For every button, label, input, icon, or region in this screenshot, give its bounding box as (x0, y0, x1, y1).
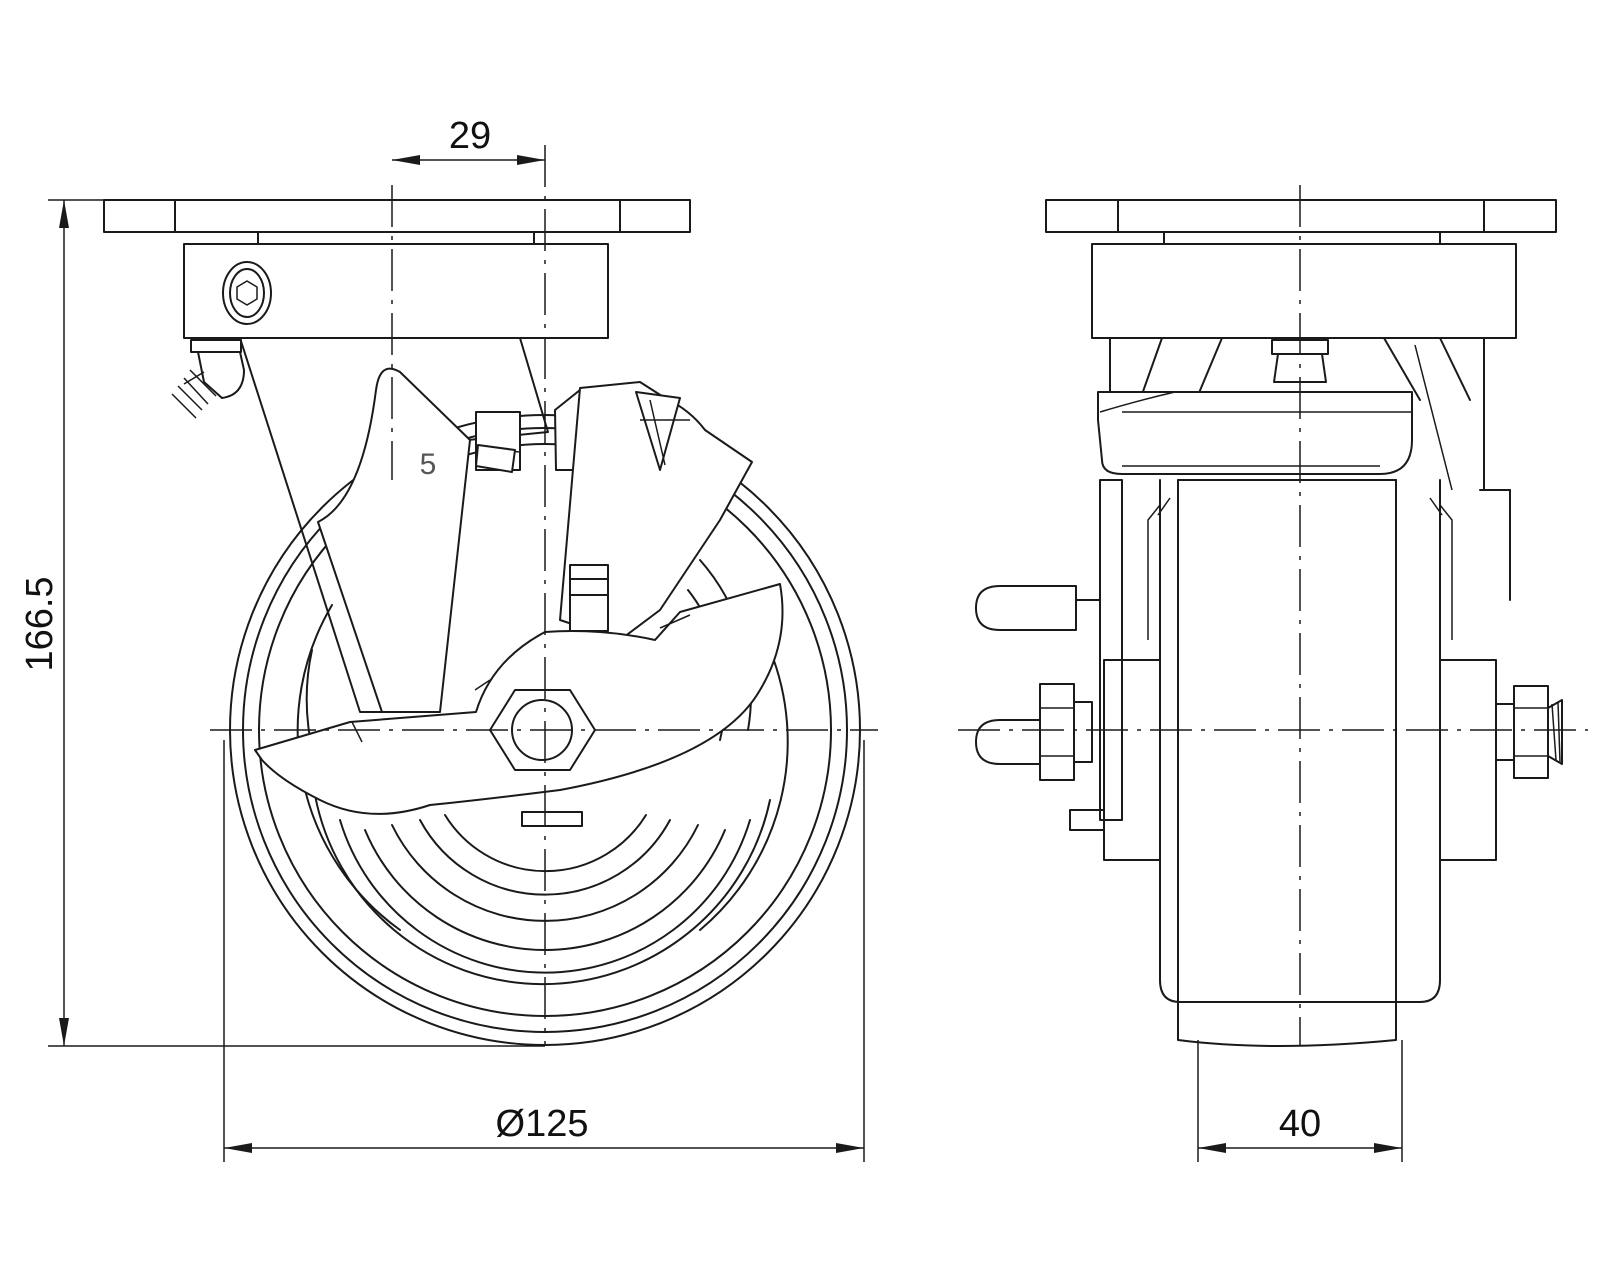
front-brake-lever (254, 583, 784, 827)
side-axle-nut-right (1495, 685, 1563, 779)
dimension-height-label: 166.5 (19, 576, 61, 671)
side-brake-pedal (975, 585, 1101, 765)
front-grease-nipple (171, 339, 245, 419)
dimension-height: 166.5 (19, 199, 545, 1047)
part-mark-label: 5 (420, 448, 437, 481)
side-top-plate (1045, 199, 1557, 245)
side-wheel (1103, 479, 1511, 1047)
front-fork-and-brake: 5 (239, 337, 753, 713)
arrow-height-top (59, 200, 69, 228)
front-top-plate (103, 199, 691, 245)
dimension-diameter-label: Ø125 (496, 1103, 589, 1145)
arrow-offset-right (517, 155, 545, 165)
dimension-offset: 29 (392, 115, 545, 165)
arrow-offset-left (392, 155, 420, 165)
side-swivel-housing (1091, 243, 1517, 491)
arrow-diameter-right (836, 1143, 864, 1153)
front-view: 5 (103, 199, 861, 1046)
side-axle-nut-left (1039, 683, 1093, 781)
dimension-width-label: 40 (1279, 1103, 1321, 1145)
dimension-offset-label: 29 (449, 115, 491, 157)
side-view (975, 199, 1563, 1047)
dimension-wheel-width: 40 (1197, 1040, 1403, 1162)
center-lines (210, 145, 1588, 1045)
side-fork (1069, 391, 1413, 831)
arrow-diameter-left (224, 1143, 252, 1153)
dimension-wheel-diameter: Ø125 (223, 740, 865, 1162)
arrow-width-left (1198, 1143, 1226, 1153)
arrow-width-right (1374, 1143, 1402, 1153)
arrow-height-bottom (59, 1018, 69, 1046)
